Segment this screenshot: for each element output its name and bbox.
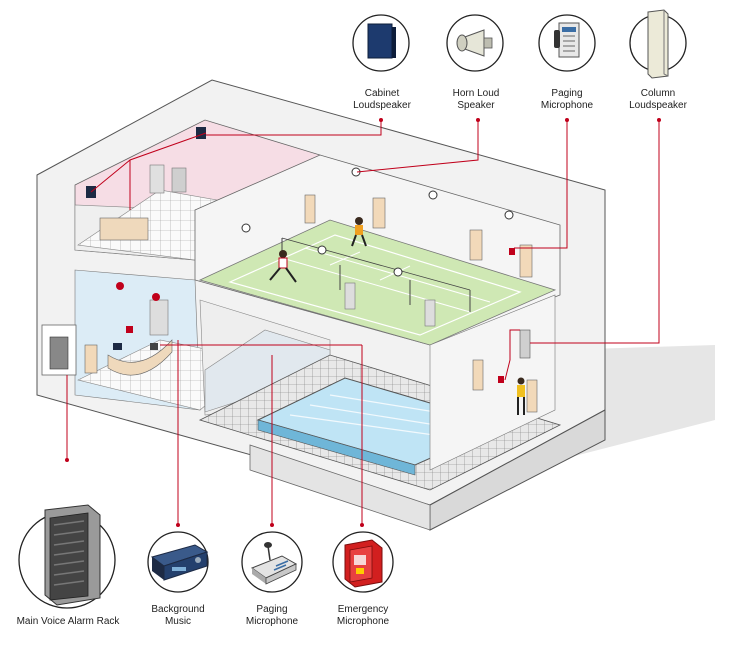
- main-voice-alarm-rack-icon: [18, 504, 116, 609]
- paging-microphone-desk-icon: [241, 531, 303, 593]
- badminton-hall: [194, 154, 561, 346]
- column-loudspeaker-icon: [629, 9, 687, 79]
- background-music-icon: [147, 531, 209, 593]
- horn-loudspeaker-icon: [446, 14, 504, 72]
- paging-microphone-wall-icon: [538, 14, 596, 72]
- cabinet-loudspeaker-icon: [352, 14, 410, 72]
- wiring: [66, 120, 660, 525]
- emergency-microphone-icon: [332, 531, 394, 593]
- wire-end-dots: [65, 118, 661, 527]
- label-main-voice-alarm-rack: Main Voice Alarm Rack: [16, 616, 120, 627]
